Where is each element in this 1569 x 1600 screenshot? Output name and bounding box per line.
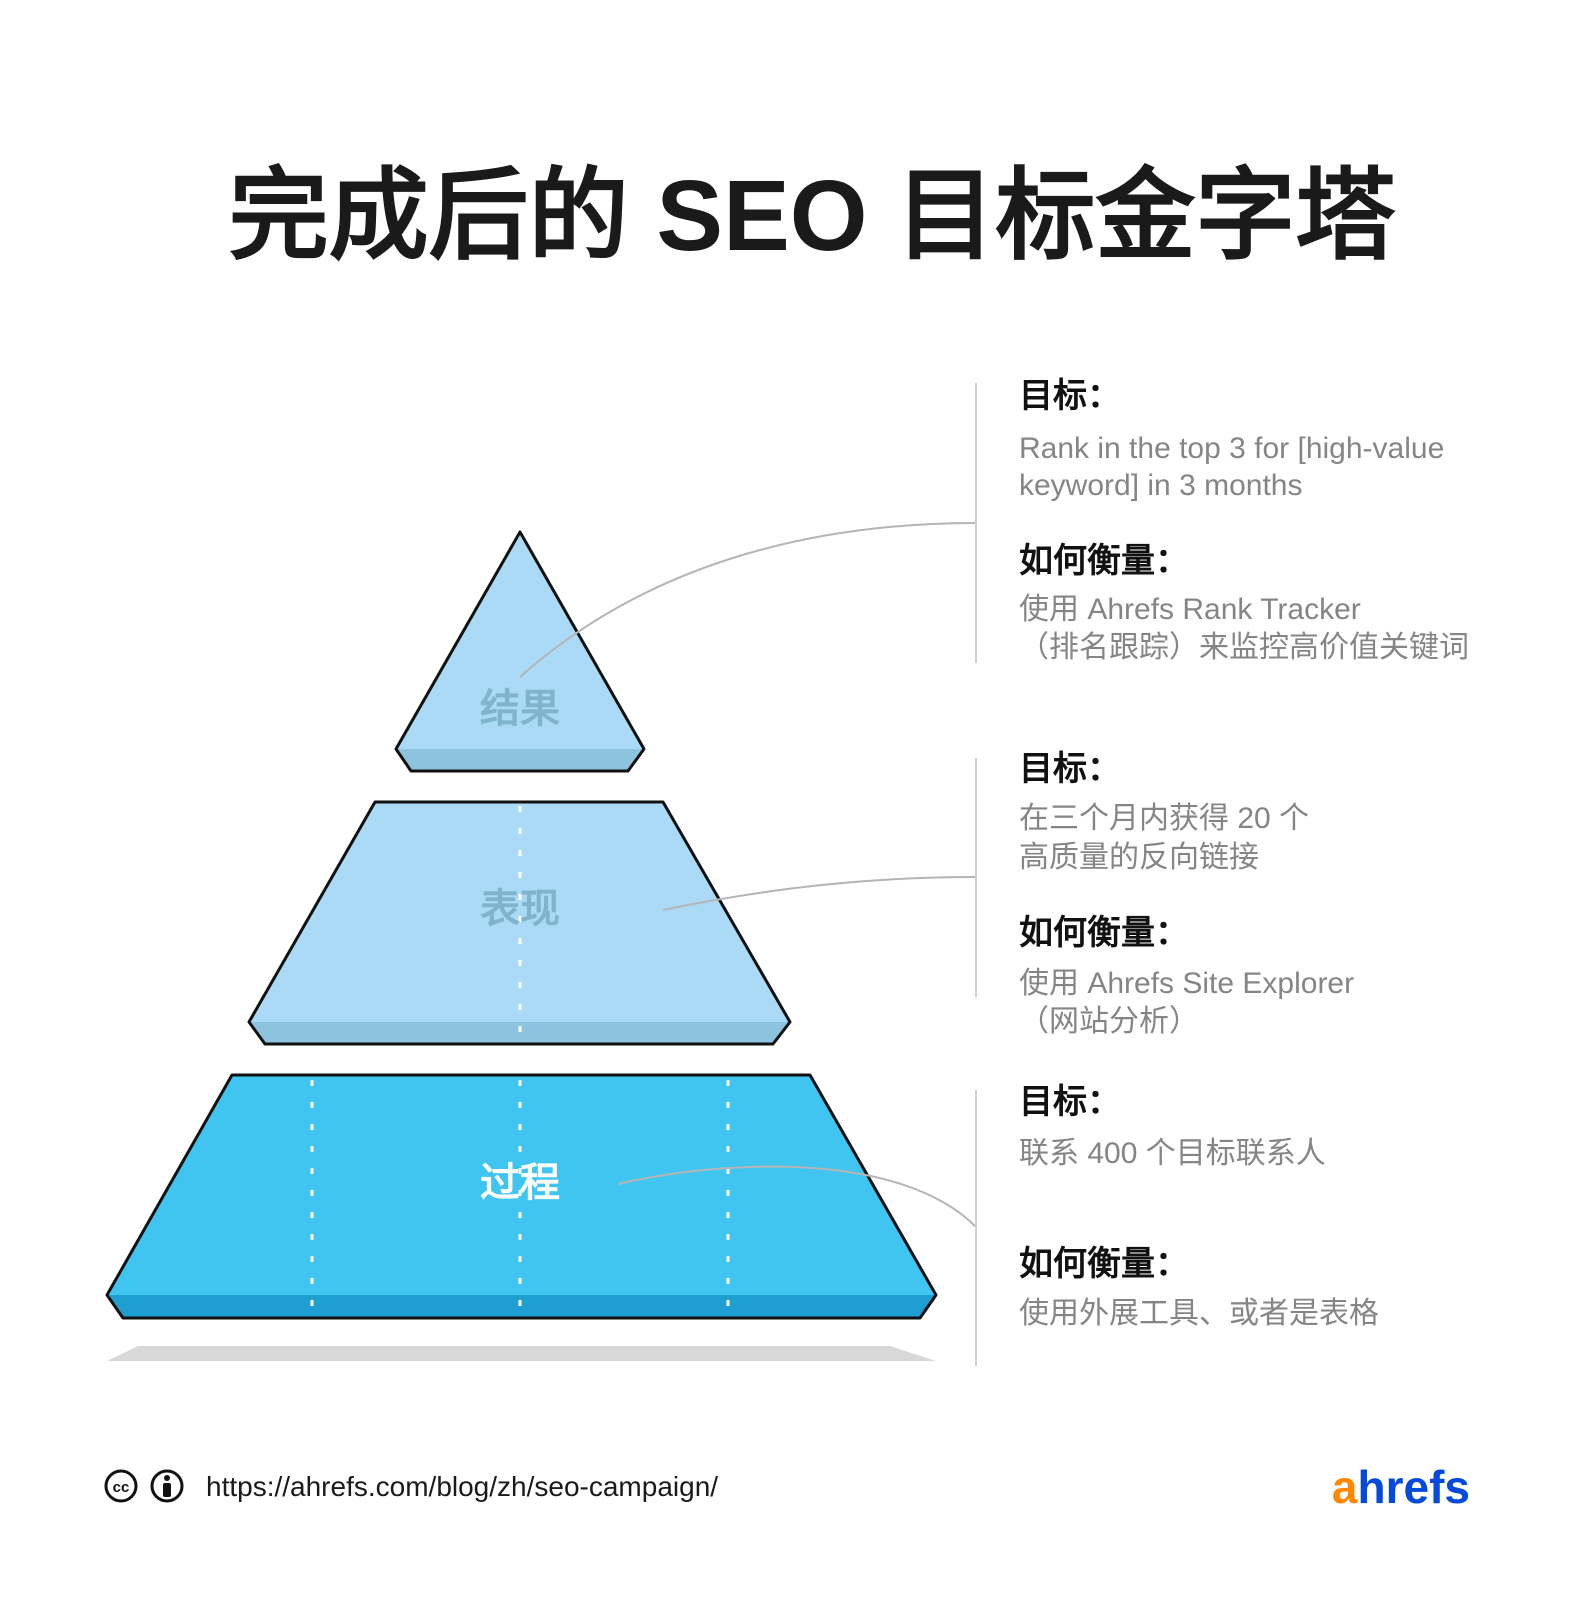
level-label-performance: 表现 bbox=[480, 887, 560, 931]
measure-text: 使用 Ahrefs Site Explorer bbox=[1019, 967, 1354, 1000]
measure-heading: 如何衡量： bbox=[1019, 1245, 1189, 1283]
section-process: 目标： 联系 400 个目标联系人 如何衡量： 使用外展工具、或者是表格 bbox=[1019, 1083, 1379, 1330]
measure-text: 使用外展工具、或者是表格 bbox=[1019, 1297, 1379, 1330]
goal-heading: 目标： bbox=[1019, 377, 1121, 415]
pyramid-level-performance: 表现 bbox=[247, 800, 792, 1046]
pyramid-shadow bbox=[107, 1346, 936, 1361]
pyramid-level-process: 过程 bbox=[105, 1073, 938, 1320]
connector-line bbox=[519, 522, 977, 678]
attribution-icon bbox=[150, 1469, 184, 1503]
goal-text: keyword] in 3 months bbox=[1019, 469, 1302, 502]
ahrefs-logo: ahrefs bbox=[1332, 1461, 1470, 1513]
section-result: 目标： Rank in the top 3 for [high-value ke… bbox=[1019, 377, 1469, 664]
measure-heading: 如何衡量： bbox=[1019, 542, 1189, 580]
measure-text: 使用 Ahrefs Rank Tracker bbox=[1019, 593, 1361, 626]
connector-line bbox=[662, 876, 977, 911]
goal-text: 高质量的反向链接 bbox=[1019, 841, 1259, 874]
goal-heading: 目标： bbox=[1019, 1083, 1121, 1121]
goal-text: 在三个月内获得 20 个 bbox=[1019, 802, 1309, 835]
level-label-result: 结果 bbox=[480, 687, 560, 731]
cc-icon: cc bbox=[104, 1469, 138, 1503]
source-url[interactable]: https://ahrefs.com/blog/zh/seo-campaign/ bbox=[206, 1471, 718, 1502]
connector-line bbox=[617, 1165, 977, 1228]
section-performance: 目标： 在三个月内获得 20 个 高质量的反向链接 如何衡量： 使用 Ahref… bbox=[1019, 750, 1354, 1038]
measure-heading: 如何衡量： bbox=[1019, 914, 1189, 952]
measure-text: （排名跟踪）来监控高价值关键词 bbox=[1019, 631, 1469, 664]
goal-text: 联系 400 个目标联系人 bbox=[1019, 1137, 1326, 1170]
svg-text:cc: cc bbox=[113, 1479, 130, 1496]
pyramid-level-result: 结果 bbox=[394, 530, 646, 773]
goal-heading: 目标： bbox=[1019, 750, 1121, 788]
page-title: 完成后的 SEO 目标金字塔 bbox=[229, 160, 1397, 272]
level-label-process: 过程 bbox=[480, 1161, 560, 1205]
measure-text: （网站分析） bbox=[1019, 1005, 1199, 1038]
goal-text: Rank in the top 3 for [high-value bbox=[1019, 432, 1444, 465]
